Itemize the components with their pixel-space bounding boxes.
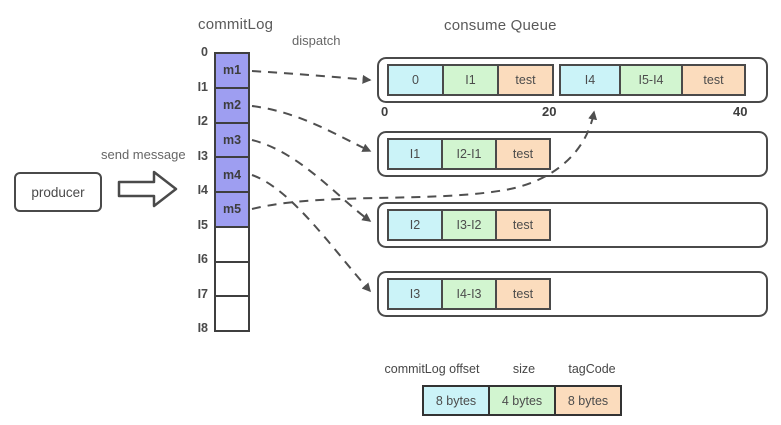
producer-label: producer: [31, 184, 85, 200]
legend-tagcode-cell: 8 bytes: [554, 385, 622, 416]
axis-tick: 0: [381, 104, 389, 119]
connector-m2-row2: [251, 105, 372, 152]
consume-queue-row: I3 I4-I3 test: [377, 271, 768, 317]
send-message-label: send message: [101, 147, 186, 162]
consume-queue-row: I1 I2-I1 test: [377, 131, 768, 177]
entry-offset-cell: I1: [387, 138, 443, 170]
entry-tag-cell: test: [497, 64, 554, 96]
consume-queue-row: 0 I1 test I4 I5-I4 test: [377, 57, 768, 103]
commitlog-offset-label: 0: [201, 45, 208, 59]
commitlog-offset-label: I5: [197, 218, 208, 232]
entry-tag-cell: test: [495, 138, 551, 170]
entry-size-cell: I2-I1: [441, 138, 497, 170]
entry-offset-cell: I2: [387, 209, 443, 241]
legend-size-cell: 4 bytes: [488, 385, 556, 416]
commitlog-cell: m2: [216, 88, 248, 124]
entry-size-cell: I4-I3: [441, 278, 497, 310]
commitlog-title: commitLog: [198, 16, 274, 33]
commitlog-cell-empty: [216, 227, 248, 263]
consume-queue-title: consume Queue: [444, 17, 557, 34]
entry-offset-cell: 0: [387, 64, 444, 96]
entry-size-cell: I5-I4: [619, 64, 683, 96]
entry-tag-cell: test: [681, 64, 746, 96]
commitlog-cell: m3: [216, 123, 248, 159]
send-arrow-icon: [117, 170, 178, 208]
axis-tick: 40: [733, 104, 748, 119]
entry-tag-cell: test: [495, 278, 551, 310]
commitlog-cell-empty: [216, 297, 248, 330]
commitlog-column: m1 m2 m3 m4 m5: [214, 52, 250, 332]
commitlog-offset-label: I4: [197, 183, 208, 197]
axis-tick: 20: [542, 104, 557, 119]
connector-m3-row3: [251, 139, 372, 222]
producer-box: producer: [14, 172, 102, 212]
legend-header: tagCode: [568, 362, 616, 376]
commitlog-offset-label: I7: [197, 287, 208, 301]
commitlog-cell-empty: [216, 262, 248, 298]
commitlog-cell: m4: [216, 158, 248, 193]
commitlog-offset-label: I8: [197, 321, 208, 335]
connector-m1-row1: [251, 70, 372, 84]
commitlog-offset-label: I2: [197, 114, 208, 128]
commitlog-offset-label: I3: [197, 149, 208, 163]
consume-queue-row: I2 I3-I2 test: [377, 202, 768, 248]
commitlog-cell: m1: [216, 54, 248, 89]
legend-offset-cell: 8 bytes: [422, 385, 490, 416]
entry-size-cell: I1: [442, 64, 499, 96]
entry-offset-cell: I3: [387, 278, 443, 310]
commitlog-offset-label: I6: [197, 252, 208, 266]
entry-size-cell: I3-I2: [441, 209, 497, 241]
commitlog-offset-label: I1: [197, 80, 208, 94]
legend-header: commitLog offset: [384, 362, 480, 376]
entry-tag-cell: test: [495, 209, 551, 241]
dispatch-label: dispatch: [292, 33, 341, 48]
entry-offset-cell: I4: [559, 64, 621, 96]
legend-header: size: [512, 362, 536, 376]
commitlog-cell: m5: [216, 193, 248, 228]
connector-m4-row4: [251, 174, 372, 293]
